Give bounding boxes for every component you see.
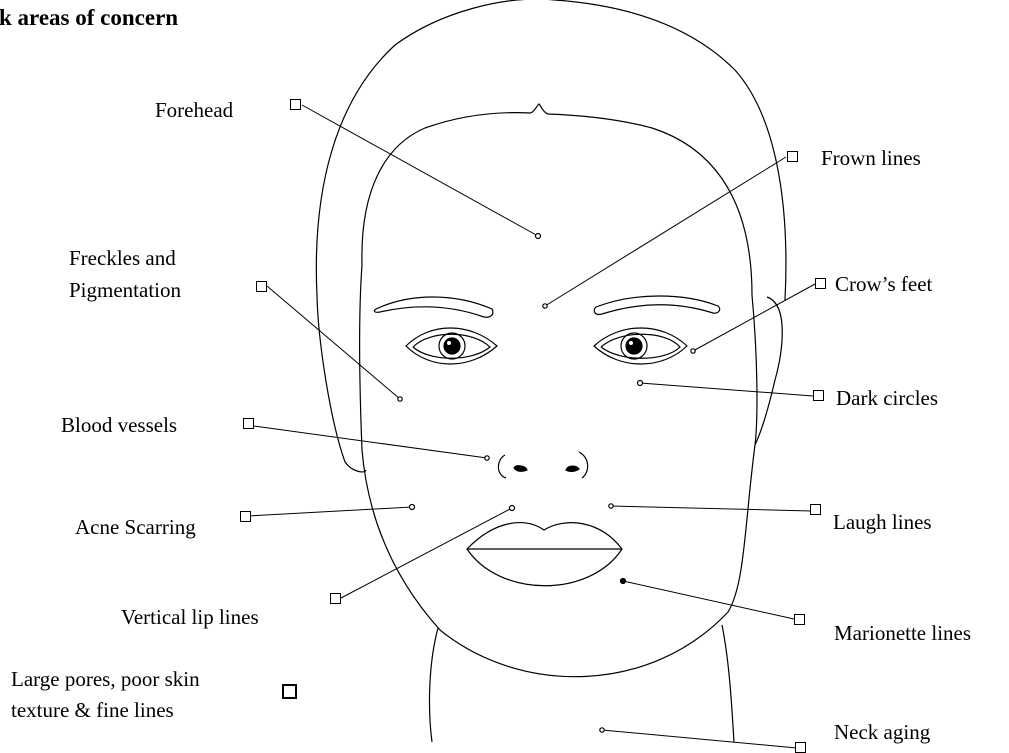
label-large-pores-line-2: texture & fine lines <box>11 697 174 723</box>
checkbox-acne-scarring[interactable] <box>240 511 251 522</box>
head-outline <box>316 0 786 300</box>
face-right-side <box>728 295 757 612</box>
neck-left <box>430 628 438 742</box>
label-blood-vessels: Blood vessels <box>61 412 177 438</box>
nose <box>498 452 587 478</box>
checkbox-forehead[interactable] <box>290 99 301 110</box>
checkbox-freckles-pigmentation[interactable] <box>256 281 267 292</box>
left-eyebrow <box>374 297 493 317</box>
right-eyebrow <box>594 296 719 314</box>
right-ear <box>755 297 782 445</box>
label-dark-circles: Dark circles <box>836 385 938 411</box>
left-ear <box>317 296 366 472</box>
label-large-pores-line-1: Large pores, poor skin <box>11 666 200 692</box>
label-marionette-lines: Marionette lines <box>834 620 971 646</box>
checkbox-frown-lines[interactable] <box>787 151 798 162</box>
label-freckles-line-2: Pigmentation <box>69 277 181 303</box>
face-left-side <box>360 265 728 677</box>
checkbox-blood-vessels[interactable] <box>243 418 254 429</box>
checkbox-large-pores[interactable] <box>282 684 297 699</box>
label-frown-lines: Frown lines <box>821 145 921 171</box>
hairline <box>362 104 752 295</box>
label-crows-feet: Crow’s feet <box>835 271 932 297</box>
label-freckles-line-1: Freckles and <box>69 245 176 271</box>
lips <box>467 523 622 586</box>
checkbox-neck-aging[interactable] <box>795 742 806 753</box>
label-forehead: Forehead <box>155 97 233 123</box>
checkbox-dark-circles[interactable] <box>813 390 824 401</box>
checkbox-laugh-lines[interactable] <box>810 504 821 515</box>
checkbox-crows-feet[interactable] <box>815 278 826 289</box>
neck-right <box>722 625 734 742</box>
label-laugh-lines: Laugh lines <box>833 509 932 535</box>
checkbox-vertical-lip-lines[interactable] <box>330 593 341 604</box>
concern-points <box>398 234 695 733</box>
label-acne-scarring: Acne Scarring <box>75 514 196 540</box>
leader-lines <box>247 105 815 748</box>
label-neck-aging: Neck aging <box>834 719 930 745</box>
checkbox-marionette-lines[interactable] <box>794 614 805 625</box>
label-vertical-lip-lines: Vertical lip lines <box>121 604 259 630</box>
